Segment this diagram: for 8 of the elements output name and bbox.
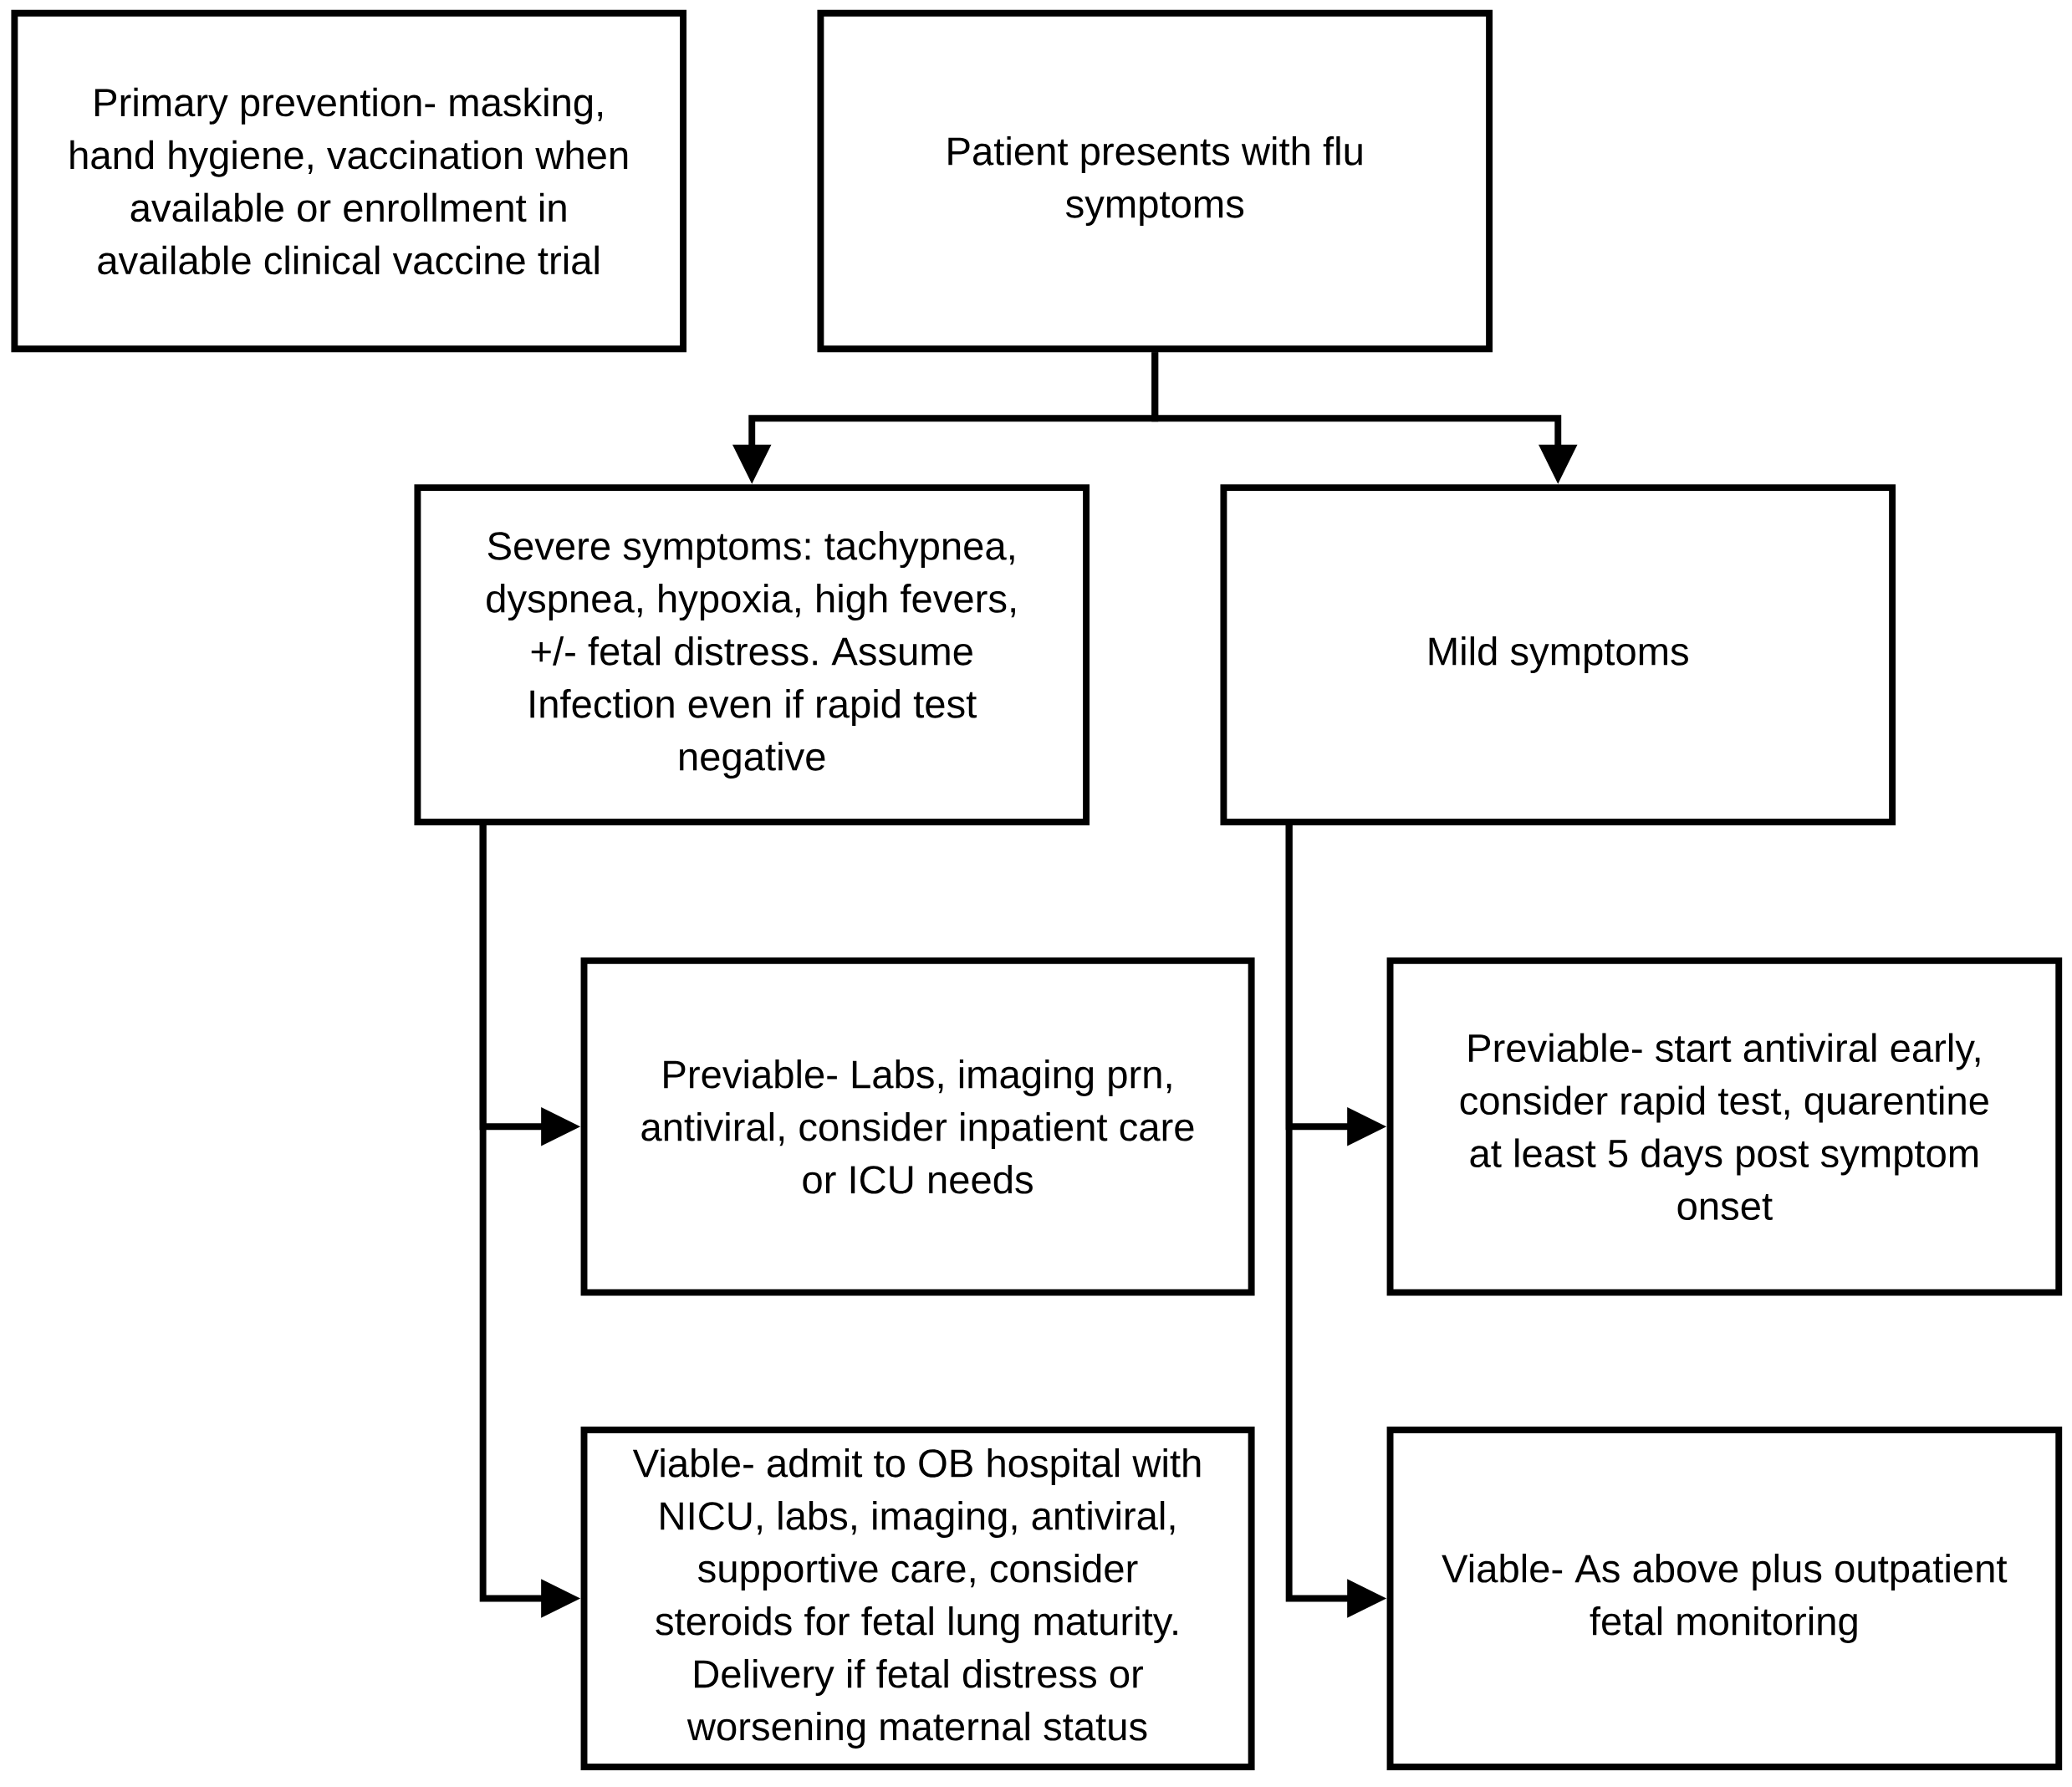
process-box: Mild symptoms (1220, 484, 1896, 826)
process-box: Previable- Labs, imaging prn, antiviral, consider inpatient care or ICU needs (580, 957, 1255, 1296)
process-box: Previable- start antiviral early, consider rapid test, quarentine at least 5 days post symptom onset (1386, 957, 2063, 1296)
process-box: Severe symptoms: tachypnea, dyspnea, hypoxia, high fevers, +/- fetal distress. Assume Infection even if rapid test negative (414, 484, 1090, 826)
process-box: Viable- admit to OB hospital with NICU, labs, imaging, antiviral, supportive care, consider steroids for fetal lung maturity. Delivery if fetal distress or worsening maternal status (580, 1427, 1255, 1771)
process-box: Viable- As above plus outpatient fetal monitoring (1386, 1427, 2063, 1771)
process-box: Patient presents with flu symptoms (817, 10, 1493, 353)
note-box: Primary prevention- masking, hand hygiene, vaccination when available or enrollment in available clinical vaccine trial (11, 10, 687, 353)
